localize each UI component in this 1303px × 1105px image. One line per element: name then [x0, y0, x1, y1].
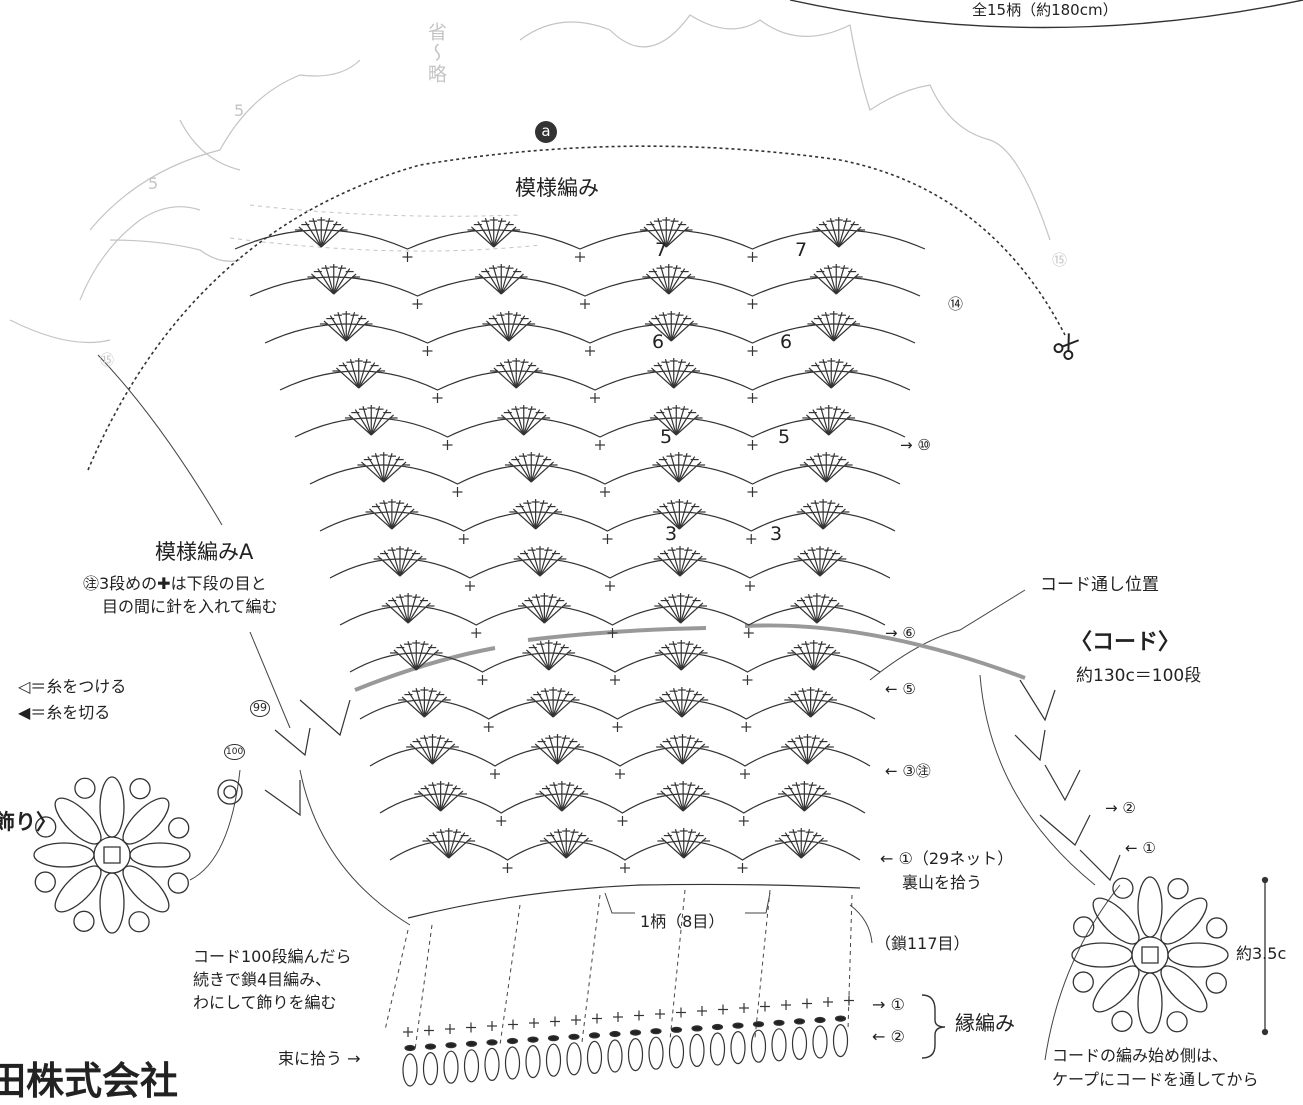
row-10: → ⑩ [900, 436, 931, 454]
pattern-row [349, 640, 881, 685]
pattern-rows [234, 217, 926, 873]
cord-start-line2: ケープにコードを通してから [1052, 1070, 1259, 1089]
size-label: 約3.5c [1236, 944, 1287, 963]
cord-finish-line1: コード100段編んだら [193, 947, 352, 966]
edging-brace [921, 994, 946, 1059]
faint-omitted-section [9, 14, 1051, 344]
pattern-row [319, 499, 896, 544]
cord-title: 〈コード〉 [1070, 630, 1181, 655]
edging-rows [402, 995, 854, 1087]
row-5: ← ⑤ [885, 680, 916, 698]
row-100: 100 [224, 744, 246, 761]
edging-row2: ← ② [872, 1027, 905, 1046]
size-bracket [1261, 876, 1269, 1036]
faint-repeat-1: 5 [234, 101, 245, 120]
chain-count: （鎖117目） [875, 934, 970, 953]
edging-row-2 [402, 1015, 849, 1087]
row-1-note: 裏山を拾う [902, 873, 983, 892]
cord-stitches [264, 679, 1121, 882]
edging-row-1 [403, 995, 854, 1037]
cord-row-1: ← ① [1125, 839, 1156, 857]
pattern-repeat-number: 7 [655, 239, 668, 261]
omitted-label: 省〜略 [424, 22, 447, 85]
pattern-repeat-number: 6 [652, 331, 665, 353]
pattern-repeat-number: 5 [778, 426, 791, 448]
edging-label: 縁編み [955, 1011, 1015, 1035]
pattern-label: 模様編み [515, 176, 599, 200]
pattern-row [379, 781, 866, 826]
pattern-row [339, 593, 886, 638]
pattern-row [249, 264, 921, 309]
cord-finish-line2: 続きで鎖4目編み、 [193, 970, 332, 989]
chart-title-top: 全15柄（約180cm） [972, 1, 1118, 19]
pattern-repeat-number: 6 [780, 331, 793, 353]
flower-motif-icon [1071, 876, 1229, 1034]
row-15-left: ⑮ [100, 353, 114, 369]
top-arc [789, 0, 1303, 29]
row-1: ← ①（29ネット） [880, 849, 1014, 868]
foundation-chain [407, 883, 861, 919]
cord-start-line1: コードの編み始め側は、 [1052, 1046, 1229, 1065]
pattern-a-note-line2: 目の間に針を入れて編む [102, 597, 278, 616]
row-99: 99 [250, 700, 270, 717]
row-14: ⑭ [948, 295, 964, 313]
legend-cut: ◀＝糸を切る [18, 703, 111, 722]
flower-motif-icon [33, 776, 191, 934]
cord-ring-icon [217, 779, 243, 805]
edging-guides [384, 889, 853, 1051]
row-15-right: ⑮ [1052, 251, 1068, 269]
dotted-arc [87, 145, 1066, 471]
cord-position-label: コード通し位置 [1040, 575, 1159, 595]
pattern-row [264, 311, 916, 356]
row-6: → ⑥ [885, 624, 916, 642]
row-3: ← ③㊟ [885, 762, 931, 780]
legend-attach: ◁＝糸をつける [18, 677, 127, 696]
cord-row-2: → ② [1105, 799, 1136, 817]
cord-length: 約130c＝100段 [1076, 666, 1202, 686]
scissors-icon [1053, 333, 1080, 360]
decoration-label: 飾り〉 [0, 810, 57, 834]
pattern-row [294, 405, 906, 450]
pattern-repeat-number: 7 [795, 239, 808, 261]
pattern-repeat-number: 5 [660, 426, 673, 448]
pattern-a-label: 模様編みA [155, 540, 254, 564]
bundle-pick: 束に拾う → [278, 1049, 361, 1068]
pattern-row [369, 734, 871, 779]
pattern-row [329, 546, 891, 591]
pattern-row [389, 828, 861, 873]
pattern-row [359, 687, 876, 732]
pattern-row [279, 358, 911, 403]
pattern-row [234, 217, 926, 262]
pattern-a-note-line1: ㊟3段めの✚は下段の目と [83, 574, 267, 593]
brand-text: 田株式会社 [0, 1058, 179, 1103]
cord-position-line [354, 623, 1026, 692]
pattern-repeat-number: 3 [770, 523, 783, 545]
faint-repeat-2: 5 [148, 174, 159, 193]
badge-a: a [535, 121, 557, 143]
pattern-repeat-number: 3 [665, 523, 678, 545]
repeat-label: 1柄（8目） [640, 912, 725, 931]
edging-row1: → ① [872, 995, 905, 1014]
pattern-row [309, 452, 901, 497]
leader-lines [97, 354, 1121, 1061]
cord-finish-line3: わにして飾りを編む [193, 993, 337, 1012]
